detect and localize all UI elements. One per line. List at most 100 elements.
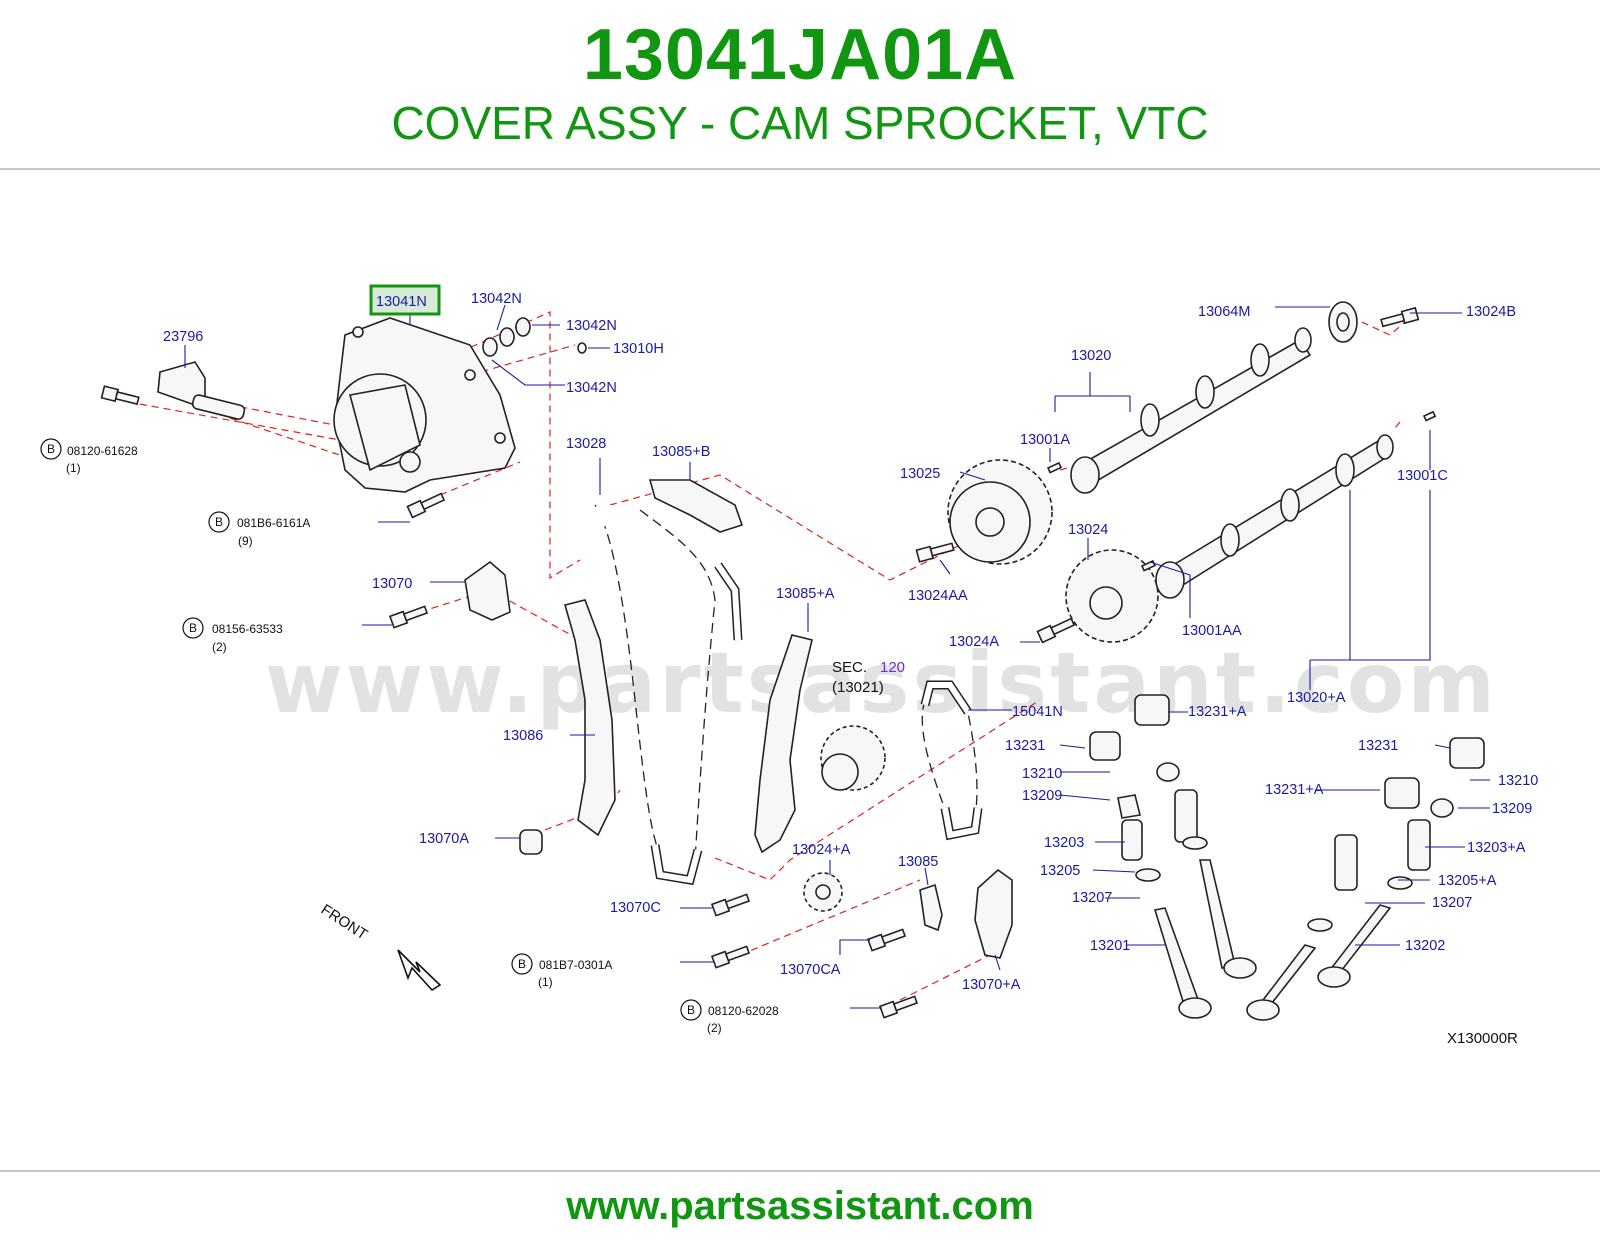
plug-13070A[interactable]: [519, 829, 543, 855]
bolt-callout-08120-61628[interactable]: B 08120-61628 (1): [40, 438, 138, 475]
secondary-chain-15041N: [920, 680, 983, 841]
bolt-callout-08120-62028[interactable]: B 08120-62028 (2): [680, 999, 779, 1035]
sprocket-13024A[interactable]: [803, 872, 843, 912]
label-13209[interactable]: 13209: [1492, 801, 1532, 817]
label-13231+A[interactable]: 13231+A: [1188, 704, 1247, 720]
bolt-quantity: (9): [238, 534, 253, 548]
label-13231+A[interactable]: 13231+A: [1265, 782, 1324, 798]
footer-website-link[interactable]: www.partsassistant.com: [566, 1184, 1034, 1228]
bolt-part-number[interactable]: 081B7-0301A: [539, 958, 612, 972]
label-13020+A[interactable]: 13020+A: [1287, 690, 1346, 706]
label-13085[interactable]: 13085: [898, 854, 938, 870]
bolt-callout-081B6-6161A[interactable]: B 081B6-6161A (9): [208, 511, 310, 548]
valve-train-exhaust: [1246, 737, 1485, 1021]
oil-seal-13064M[interactable]: [1328, 301, 1358, 343]
label-13024B[interactable]: 13024B: [1466, 304, 1516, 320]
highlight-box: [369, 284, 441, 316]
label-23796[interactable]: 23796: [163, 329, 203, 345]
sensor-23796[interactable]: [157, 361, 246, 420]
bolt-badge-icon: [208, 511, 230, 533]
exhaust-camshaft-13020A[interactable]: [1155, 434, 1394, 599]
label-15041N[interactable]: 15041N: [1012, 704, 1063, 720]
label-13210[interactable]: 13210: [1022, 766, 1062, 782]
front-label: FRONT: [318, 901, 371, 943]
label-13025[interactable]: 13025: [900, 466, 940, 482]
chain-guide-13085B[interactable]: [648, 479, 744, 533]
label-13085+A[interactable]: 13085+A: [776, 586, 835, 602]
bolt-part-number[interactable]: 08120-62028: [708, 1004, 779, 1018]
label-13001AA[interactable]: 13001AA: [1182, 623, 1242, 639]
label-13201[interactable]: 13201: [1090, 938, 1130, 954]
watermark: www.partsassistant.com: [265, 634, 1498, 732]
label-13086[interactable]: 13086: [503, 728, 543, 744]
label-13207[interactable]: 13207: [1432, 895, 1472, 911]
label-13024A[interactable]: 13024A: [949, 634, 999, 650]
intake-camshaft-13020[interactable]: [1070, 327, 1312, 494]
label-13028[interactable]: 13028: [566, 436, 606, 452]
cam-sprocket-cover-13041N[interactable]: [333, 317, 516, 493]
label-13020[interactable]: 13020: [1071, 348, 1111, 364]
label-13070C[interactable]: 13070C: [610, 900, 661, 916]
label-13010H[interactable]: 13010H: [613, 341, 664, 357]
label-13070[interactable]: 13070: [372, 576, 412, 592]
vtc-sprocket-13025[interactable]: [947, 459, 1053, 565]
tensioner-arm-13070A[interactable]: [974, 868, 1013, 959]
label-13070A[interactable]: 13070A: [419, 831, 469, 847]
slack-guide-13086[interactable]: [564, 599, 616, 837]
label-13001A[interactable]: 13001A: [1020, 432, 1070, 448]
cam-sprocket-13024[interactable]: [1065, 549, 1159, 643]
seals-13042N: [482, 317, 587, 357]
bolt-callouts: B 08120-61628 (1) B 081B6-6161A (9) B 08…: [40, 438, 779, 1035]
section-number-link[interactable]: 120: [880, 659, 905, 676]
section-sub-label: (13021): [832, 679, 884, 696]
bolt-badge-letter: B: [687, 1003, 695, 1017]
label-13209[interactable]: 13209: [1022, 788, 1062, 804]
label-13064M[interactable]: 13064M: [1198, 304, 1250, 320]
timing-chain-13028: [587, 501, 743, 886]
bolt-quantity: (1): [66, 461, 81, 475]
label-13042N[interactable]: 13042N: [566, 318, 617, 334]
label-13231[interactable]: 13231: [1005, 738, 1045, 754]
label-13203[interactable]: 13203: [1044, 835, 1084, 851]
bolt-badge-letter: B: [47, 442, 55, 456]
label-13210[interactable]: 13210: [1498, 773, 1538, 789]
bolt-badge-icon: [511, 953, 533, 975]
label-13024+A[interactable]: 13024+A: [792, 842, 851, 858]
crank-sprocket: [820, 725, 886, 791]
label-13205+A[interactable]: 13205+A: [1438, 873, 1497, 889]
label-13042N[interactable]: 13042N: [471, 291, 522, 307]
label-13231[interactable]: 13231: [1358, 738, 1398, 754]
part-description: COVER ASSY - CAM SPROCKET, VTC: [391, 97, 1209, 149]
label-13203+A[interactable]: 13203+A: [1467, 840, 1526, 856]
label-13041N-highlighted[interactable]: 13041N: [376, 294, 427, 310]
chain-tensioner-13070[interactable]: [464, 560, 511, 621]
label-13024AA[interactable]: 13024AA: [908, 588, 968, 604]
label-13070+A[interactable]: 13070+A: [962, 977, 1021, 993]
bolt-parts: [100, 306, 1420, 1019]
bolt-part-number[interactable]: 08120-61628: [67, 444, 138, 458]
bolt-badge-letter: B: [215, 515, 223, 529]
tension-guide-13085A[interactable]: [754, 634, 813, 854]
label-13207[interactable]: 13207: [1072, 890, 1112, 906]
label-13070CA[interactable]: 13070CA: [780, 962, 841, 978]
tensioner-13085[interactable]: [919, 883, 943, 932]
bolt-part-number[interactable]: 081B6-6161A: [237, 516, 310, 530]
bolt-badge-letter: B: [518, 957, 526, 971]
footer-divider: [0, 1170, 1600, 1172]
bolt-callout-081B7-0301A[interactable]: B 081B7-0301A (1): [511, 953, 612, 989]
label-13024[interactable]: 13024: [1068, 522, 1108, 538]
figure-code: X130000R: [1447, 1030, 1518, 1047]
label-13001C[interactable]: 13001C: [1397, 468, 1448, 484]
bolt-callout-08156-63533[interactable]: B 08156-63533 (2): [182, 617, 283, 654]
bolt-badge-icon: [680, 999, 702, 1021]
label-13205[interactable]: 13205: [1040, 863, 1080, 879]
dowel-pins: [1046, 410, 1437, 572]
label-13085+B[interactable]: 13085+B: [652, 444, 710, 460]
label-13202[interactable]: 13202: [1405, 938, 1445, 954]
part-number-title: 13041JA01A: [582, 15, 1018, 95]
label-13042N[interactable]: 13042N: [566, 380, 617, 396]
bolt-part-number[interactable]: 08156-63533: [212, 622, 283, 636]
section-label: SEC.: [832, 659, 867, 676]
bolt-badge-letter: B: [189, 621, 197, 635]
leader-lines: [184, 304, 1490, 1009]
